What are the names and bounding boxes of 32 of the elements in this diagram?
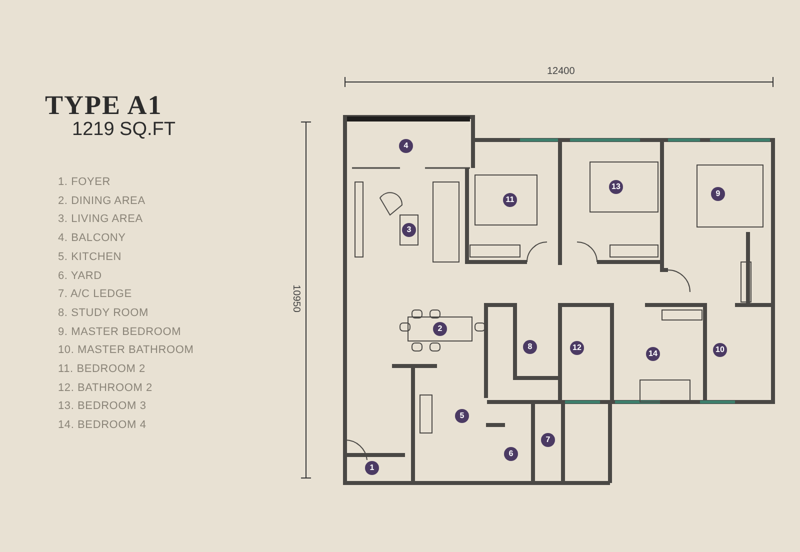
room-key-item: 6. YARD: [58, 270, 102, 282]
room-key-item: 13. BEDROOM 3: [58, 400, 146, 412]
callout-number: 4: [399, 139, 413, 153]
room-key-item: 7. A/C LEDGE: [58, 288, 132, 300]
room-key-item: 9. MASTER BEDROOM: [58, 326, 182, 338]
callout-number: 7: [541, 433, 555, 447]
room-key-item: 10. MASTER BATHROOM: [58, 344, 194, 356]
room-key-item: 3. LIVING AREA: [58, 213, 143, 226]
callout-number: 10: [713, 343, 727, 357]
dimension-label: 12400: [547, 66, 575, 77]
plan-title: TYPE A1: [45, 90, 162, 121]
callout-number: 3: [402, 223, 416, 237]
room-key-item: 12. BATHROOM 2: [58, 382, 152, 394]
callout-number: 12: [570, 341, 584, 355]
callout-number: 5: [455, 409, 469, 423]
callout-number: 14: [646, 347, 660, 361]
dimension-label: 10950: [290, 284, 302, 312]
callout-number: 6: [504, 447, 518, 461]
callout-number: 2: [433, 322, 447, 336]
floor-area: 1219 SQ.FT: [72, 119, 176, 141]
callout-number: 8: [523, 340, 537, 354]
callout-number: 13: [609, 180, 623, 194]
callout-number: 11: [503, 193, 517, 207]
room-key-item: 8. STUDY ROOM: [58, 306, 148, 319]
room-key-item: 5. KITCHEN: [58, 250, 122, 263]
callout-number: 1: [365, 461, 379, 475]
room-key-item: 2. DINING AREA: [58, 194, 146, 207]
callout-number: 9: [711, 187, 725, 201]
room-key-item: 11. BEDROOM 2: [58, 363, 146, 375]
room-key-item: 14. BEDROOM 4: [58, 419, 146, 432]
room-key-item: 4. BALCONY: [58, 232, 126, 244]
room-key-item: 1. FOYER: [58, 176, 111, 188]
